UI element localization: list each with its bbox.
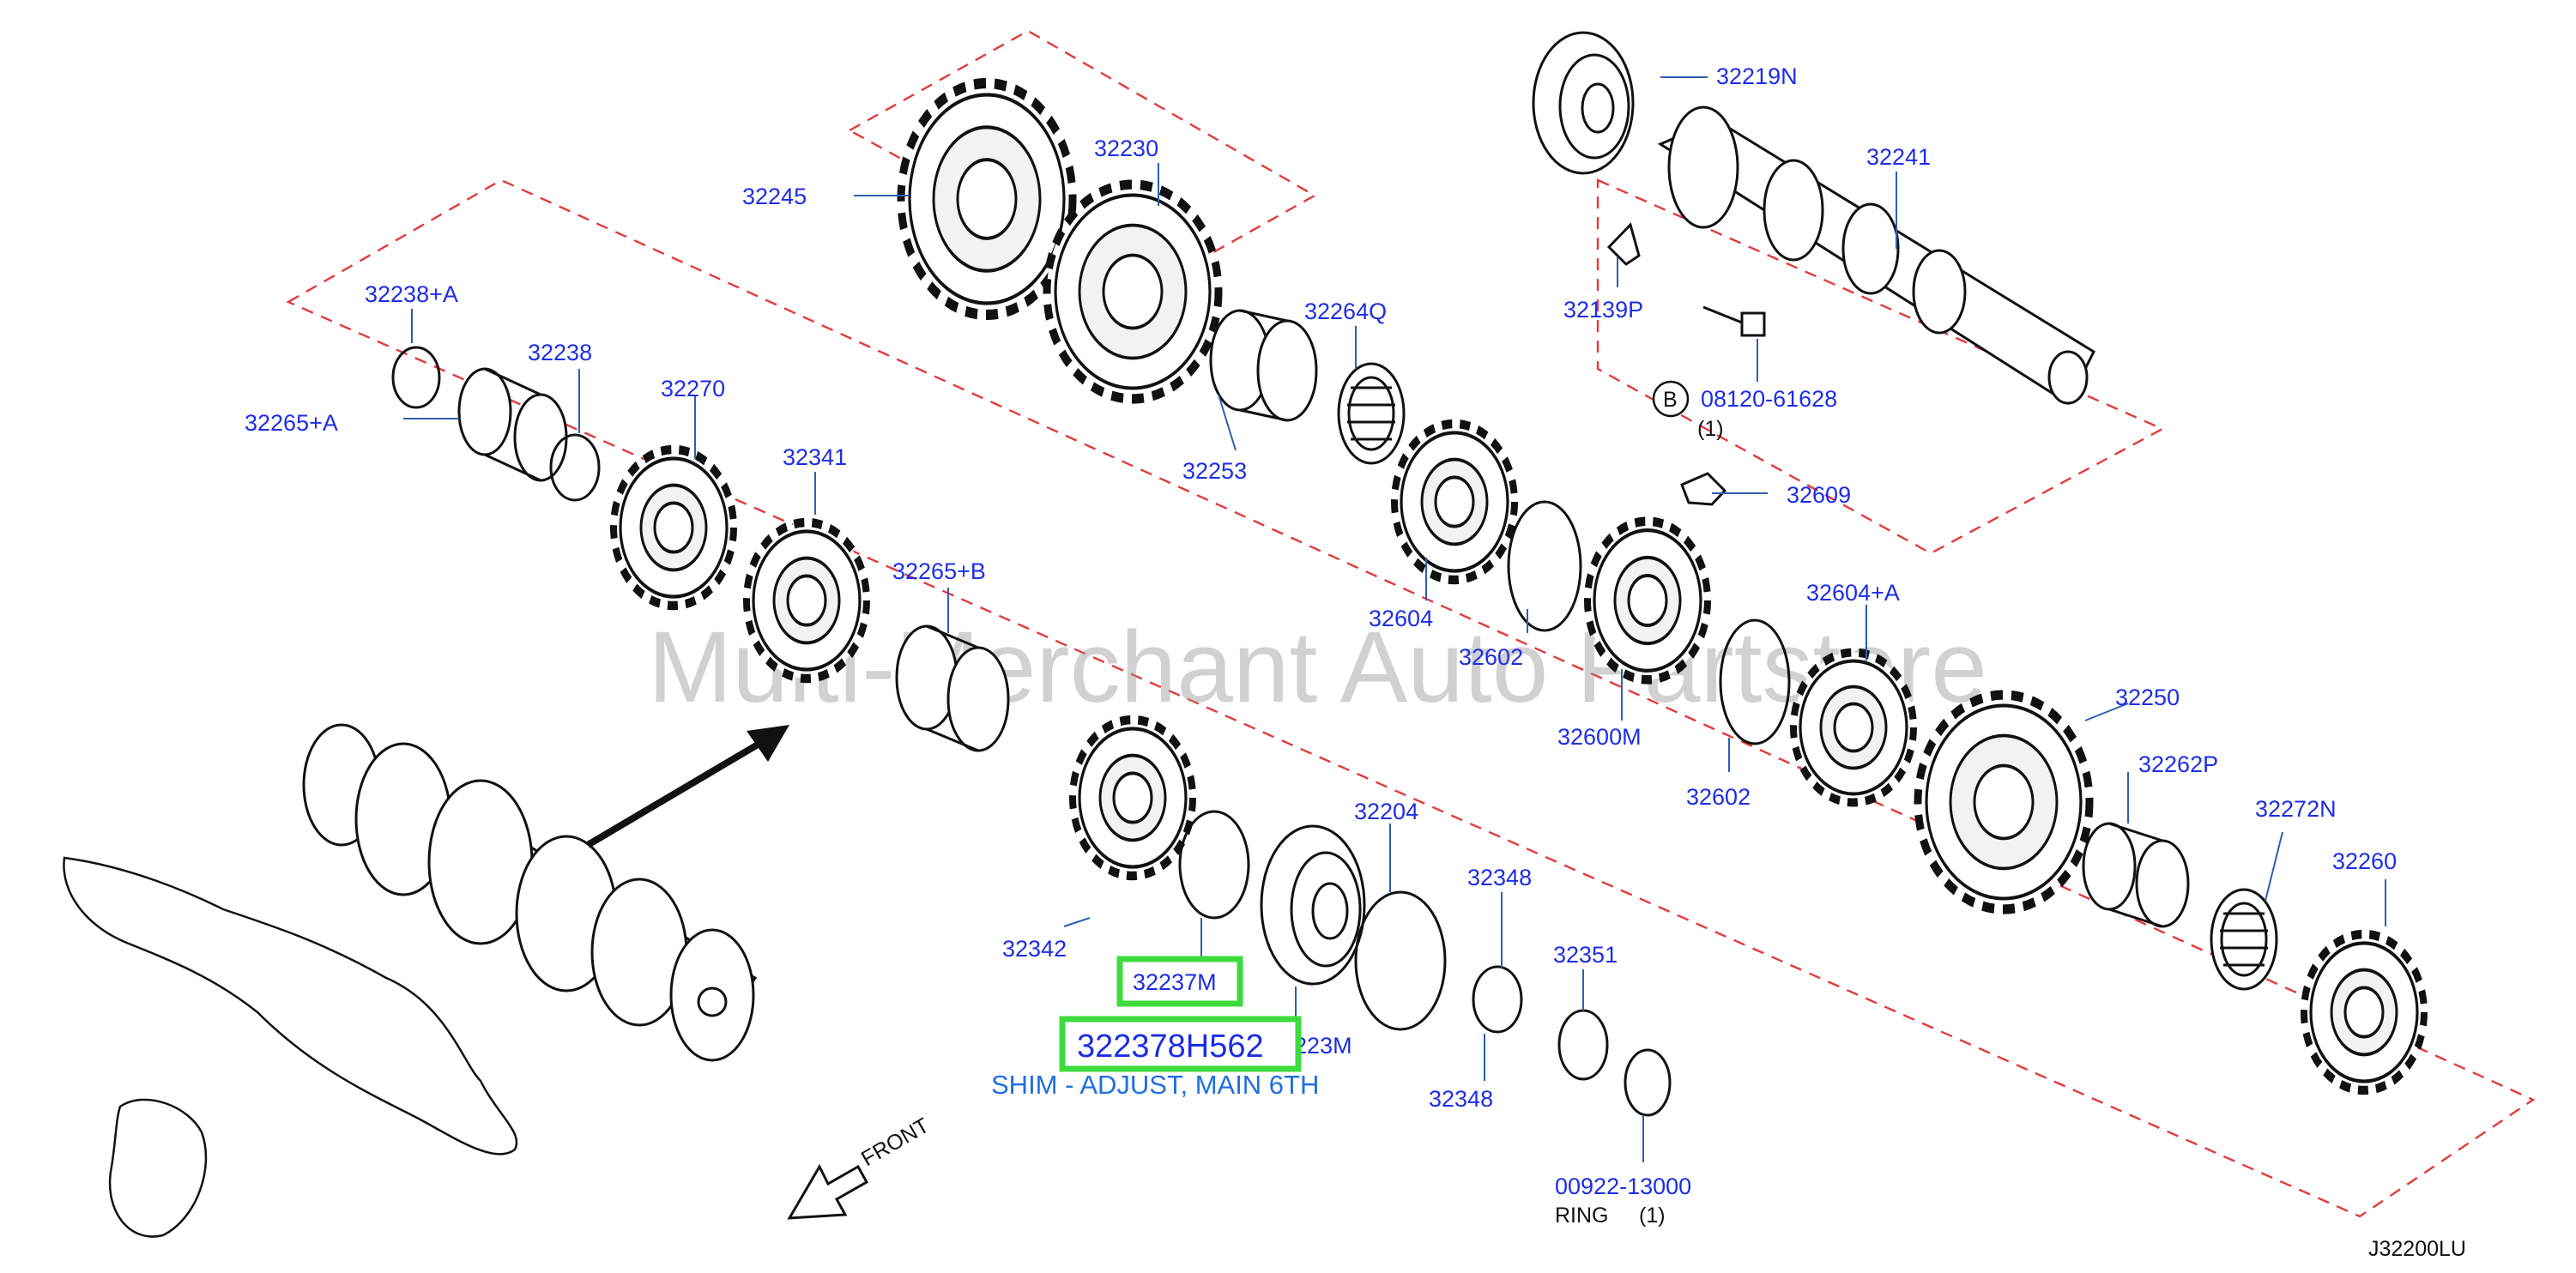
label-32270[interactable]: 32270 xyxy=(661,376,725,401)
label-32600m[interactable]: 32600M xyxy=(1557,724,1642,750)
label-32348-upper[interactable]: 32348 xyxy=(1467,865,1532,890)
needle-bearing-32264q xyxy=(1337,362,1406,465)
label-32604[interactable]: 32604 xyxy=(1369,606,1433,631)
gear-32260 xyxy=(2304,934,2424,1090)
ring-32351 xyxy=(1557,1009,1609,1081)
bolt-marker-icon: B xyxy=(1652,380,1690,418)
label-32238a[interactable]: 32238+A xyxy=(365,281,458,307)
bushing-32262p xyxy=(2082,822,2190,928)
snap-ring-32602b xyxy=(1719,618,1791,745)
gear-32341 xyxy=(747,522,867,679)
label-32341[interactable]: 32341 xyxy=(783,444,847,470)
label-32253[interactable]: 32253 xyxy=(1182,458,1247,484)
label-32265a[interactable]: 32265+A xyxy=(245,410,338,436)
sleeve-32238 xyxy=(457,367,568,482)
washer-32223m xyxy=(1354,890,1447,1031)
label-32342[interactable]: 32342 xyxy=(1002,936,1067,962)
label-32204[interactable]: 32204 xyxy=(1354,799,1418,824)
highlight-part-number-box[interactable]: 322378H562 xyxy=(1059,1016,1302,1072)
direction-arrow-icon xyxy=(585,725,789,848)
bracket-32139p xyxy=(1606,222,1641,266)
label-ring-qty: (1) xyxy=(1639,1204,1666,1228)
ring-32238a xyxy=(391,346,441,409)
hub-32604a xyxy=(1793,653,1914,803)
label-32602-lower[interactable]: 32602 xyxy=(1686,784,1751,810)
label-32609[interactable]: 32609 xyxy=(1787,482,1851,508)
shaft-32241 xyxy=(1657,106,2095,406)
part-labels: 32219N 32241 32245 32230 32264Q 32139P B… xyxy=(245,63,2397,1228)
label-32139p[interactable]: 32139P xyxy=(1563,297,1643,323)
svg-text:32237M: 32237M xyxy=(1133,969,1217,995)
label-08120-61628[interactable]: 08120-61628 xyxy=(1701,386,1837,412)
snap-ring-00922-13000 xyxy=(1624,1048,1672,1117)
svg-text:322378H562: 322378H562 xyxy=(1077,1029,1264,1065)
label-32604a[interactable]: 32604+A xyxy=(1806,580,1900,606)
gear-32250 xyxy=(1918,695,2089,909)
label-00922-13000[interactable]: 00922-13000 xyxy=(1555,1173,1691,1199)
diagram-code: J32200LU xyxy=(2368,1237,2466,1261)
label-32351[interactable]: 32351 xyxy=(1553,942,1618,968)
bearing-32204 xyxy=(1260,824,1366,986)
label-32264q[interactable]: 32264Q xyxy=(1304,299,1387,324)
hub-32604 xyxy=(1394,424,1515,580)
label-32230[interactable]: 32230 xyxy=(1094,136,1158,161)
label-32241[interactable]: 32241 xyxy=(1866,144,1931,170)
label-32238[interactable]: 32238 xyxy=(528,340,592,365)
assembled-shaft-illustration xyxy=(302,723,758,1062)
gear-32600m xyxy=(1587,522,1708,680)
label-32245[interactable]: 32245 xyxy=(742,184,807,209)
svg-text:B: B xyxy=(1663,388,1678,412)
gear-32342 xyxy=(1073,720,1193,876)
bolt-08120-61628 xyxy=(1702,305,1766,337)
label-32260[interactable]: 32260 xyxy=(2332,848,2397,874)
label-32265b[interactable]: 32265+B xyxy=(892,558,986,584)
key-32609 xyxy=(1680,472,1727,506)
output-shaft-outline xyxy=(1596,178,2165,555)
leader-lines xyxy=(403,76,2386,1162)
gear-32230 xyxy=(1047,184,1218,399)
label-32262p[interactable]: 32262P xyxy=(2138,751,2218,777)
front-label: FRONT xyxy=(857,1113,934,1171)
label-32250[interactable]: 32250 xyxy=(2115,685,2180,710)
ring-32238 xyxy=(549,433,601,502)
label-32348-lower[interactable]: 32348 xyxy=(1429,1086,1493,1112)
label-ring-name: RING xyxy=(1555,1204,1609,1228)
label-32272n[interactable]: 32272N xyxy=(2255,796,2337,822)
highlight-part-name: SHIM - ADJUST, MAIN 6TH xyxy=(991,1070,1319,1100)
front-arrow-icon xyxy=(787,1163,869,1220)
label-32602-upper[interactable]: 32602 xyxy=(1459,644,1523,670)
needle-bearing-32272n xyxy=(2210,888,2278,991)
bearing-32219n xyxy=(1532,31,1635,175)
bushing-32253 xyxy=(1209,309,1318,422)
label-32219n[interactable]: 32219N xyxy=(1716,63,1798,89)
snap-ring-32602a xyxy=(1507,500,1582,632)
shim-32237m xyxy=(1178,810,1250,920)
housing-outline xyxy=(63,856,518,1238)
highlight-small-box[interactable]: 32237M xyxy=(1116,956,1243,1007)
watermark: Multi-Merchant Auto Partstore xyxy=(648,611,1987,724)
sleeve-32265b xyxy=(895,624,1010,752)
main-assembly-outline xyxy=(286,178,2536,1218)
ring-32348 xyxy=(1472,965,1523,1034)
gear-32270 xyxy=(614,449,734,606)
label-bolt-qty: (1) xyxy=(1697,417,1724,441)
